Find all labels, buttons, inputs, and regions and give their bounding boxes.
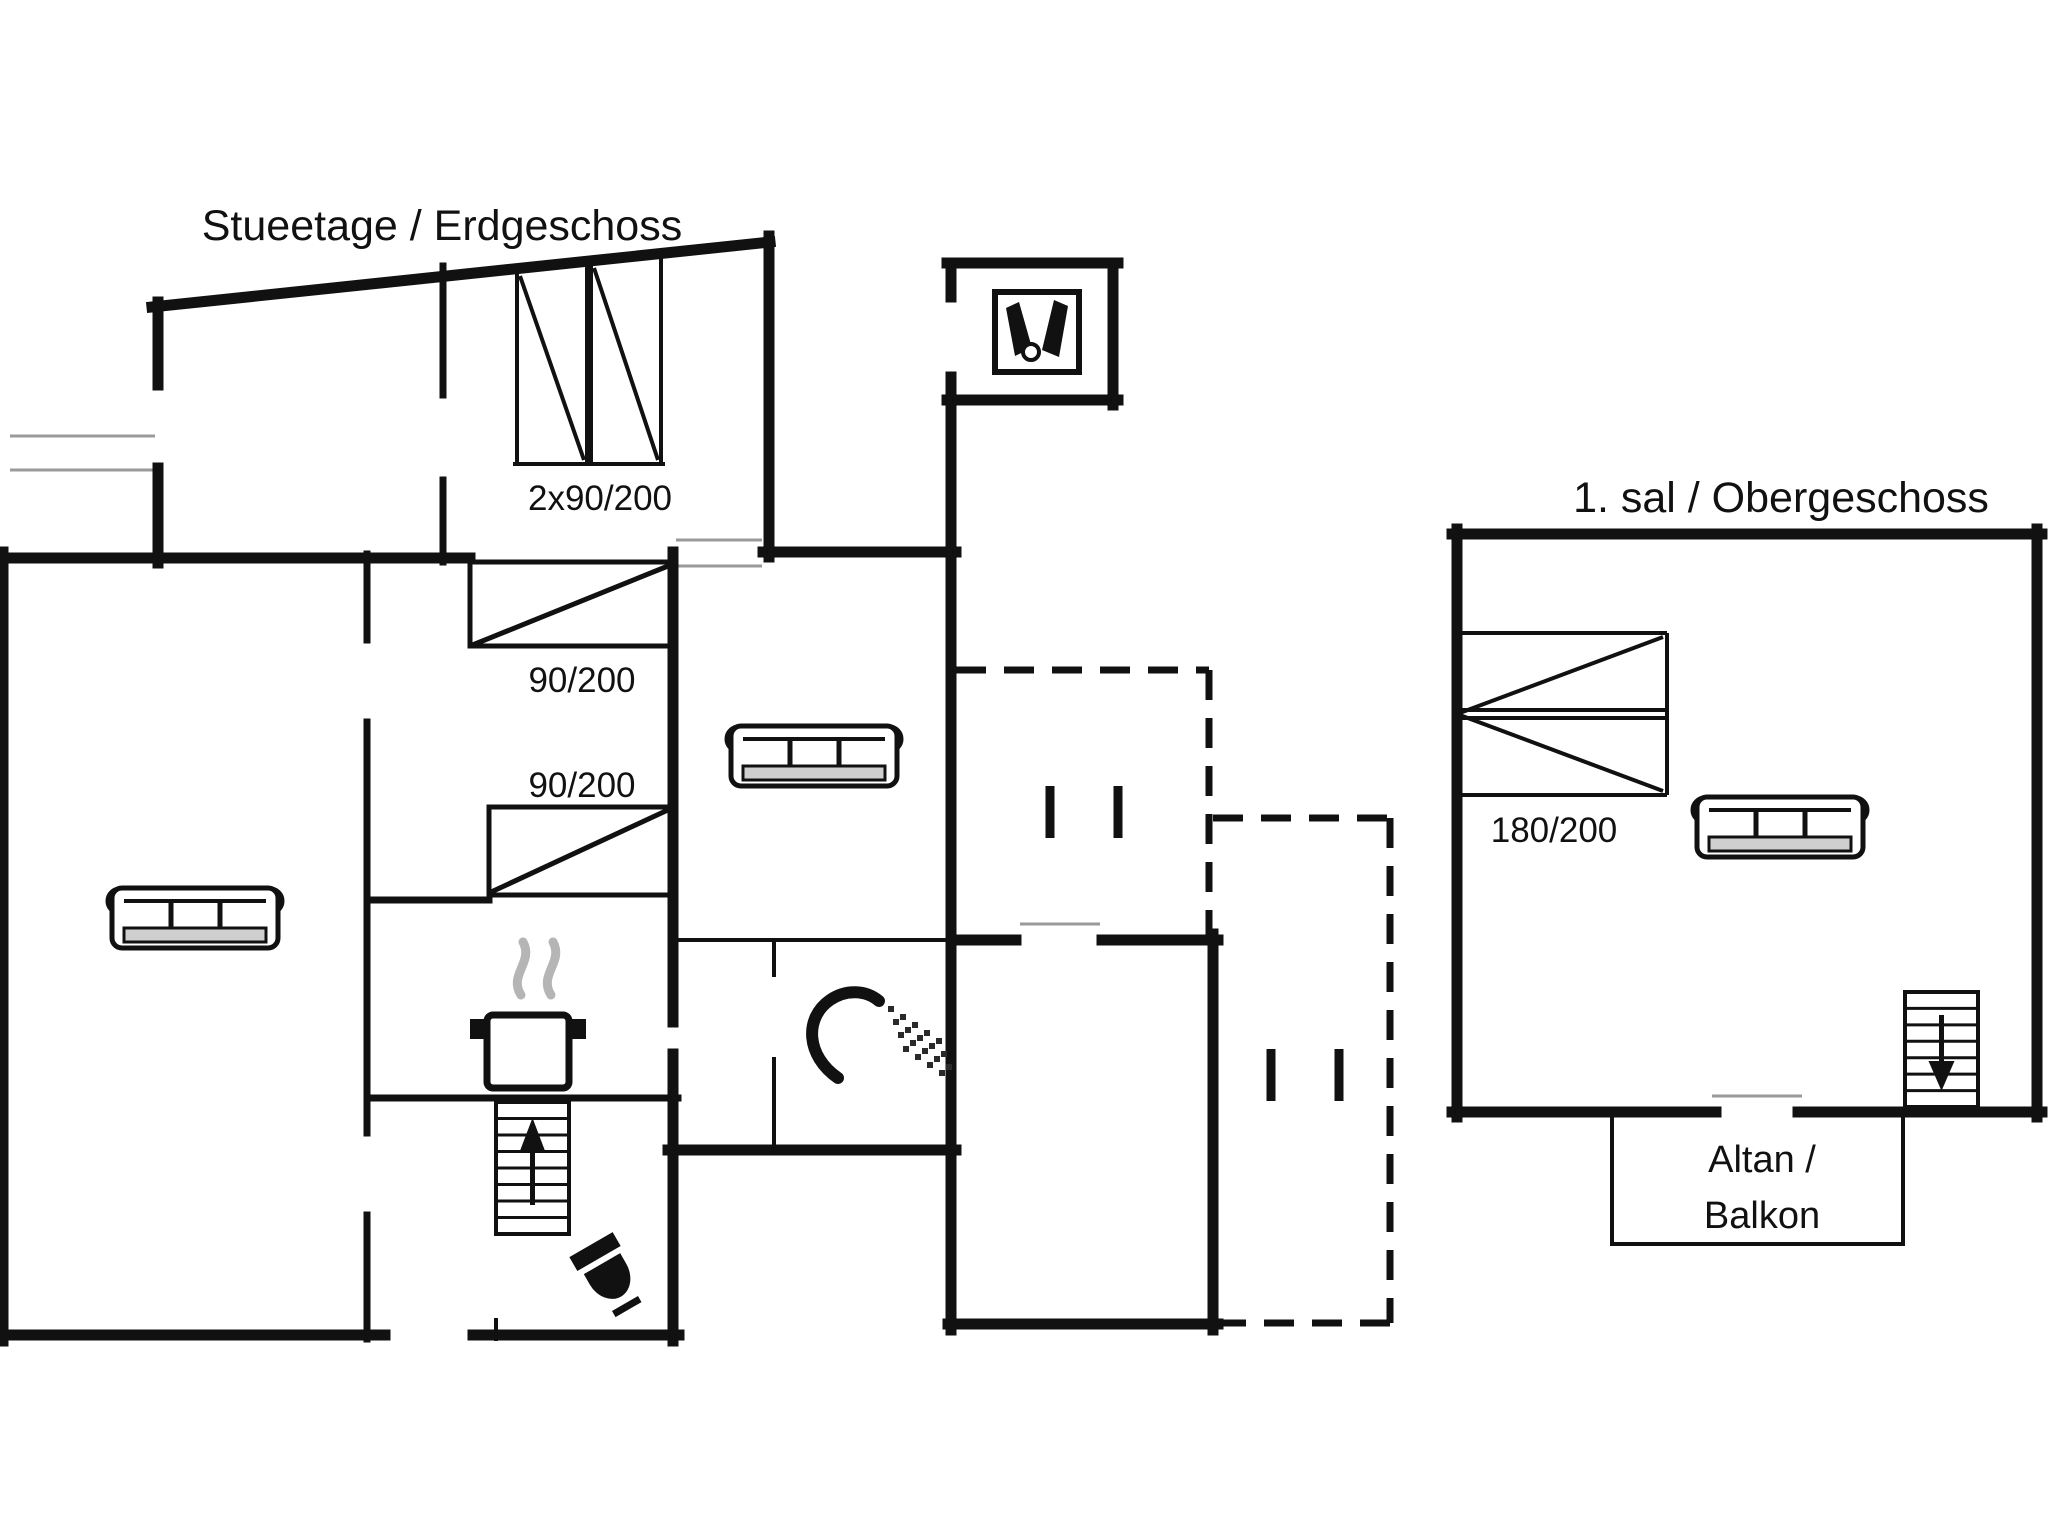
spray-dot (900, 1014, 906, 1020)
door-leaf-diagonal (487, 806, 672, 896)
toilet-tank (569, 1232, 621, 1271)
spray-dot (941, 1051, 947, 1057)
shower-icon (806, 986, 952, 1084)
sofa-seat-band (741, 764, 887, 782)
steam-wave (512, 937, 531, 1000)
door-dim-label-lower: 90/200 (528, 766, 635, 805)
door-leaf-diagonal (469, 561, 674, 649)
steam-wave (542, 937, 561, 1000)
sofa-seat-band (1707, 835, 1853, 853)
toilet-icon (569, 1232, 642, 1318)
thin-wall-or-window-line (1456, 635, 1664, 716)
door-symbol (486, 804, 673, 898)
sofa-icon (1690, 794, 1870, 860)
stairs-down-icon (1903, 990, 1980, 1109)
thin-wall-or-window-line (592, 267, 660, 461)
sofa-icon (724, 723, 904, 789)
spray-dot (929, 1043, 935, 1049)
stair-arrow-head (519, 1117, 546, 1153)
stair-arrow-head (1928, 1061, 1955, 1091)
spray-dot (946, 1064, 952, 1070)
bottle-shape (1042, 300, 1068, 357)
spray-dot (924, 1030, 930, 1036)
thin-wall-or-window-line (518, 275, 586, 461)
utility-bottles-icon (992, 289, 1082, 375)
toilet-bowl (583, 1253, 631, 1299)
spray-dot (888, 1006, 894, 1012)
spray-dot (912, 1022, 918, 1028)
symbol-circle (1021, 342, 1041, 362)
spray-dot (934, 1056, 940, 1062)
spray-dot (898, 1032, 904, 1038)
spray-dot (893, 1019, 899, 1025)
floor-plan-geometry (0, 230, 2048, 1347)
balcony-label-line2: Balkon (1704, 1195, 1820, 1237)
door-dim-label-upper: 90/200 (528, 661, 635, 700)
toilet-base (612, 1296, 642, 1318)
double-window-dim-label: 2x90/200 (528, 479, 672, 518)
spray-dot (910, 1040, 916, 1046)
spray-dot (903, 1046, 909, 1052)
spray-dot (927, 1062, 933, 1068)
shower-arm (806, 986, 885, 1084)
ground-floor-title: Stueetage / Erdgeschoss (202, 202, 682, 250)
upper-window-dim-label: 180/200 (1491, 811, 1618, 850)
cooking-pot-icon (470, 937, 586, 1092)
door-leaf-rect (467, 559, 676, 649)
sofa-icon (105, 885, 285, 951)
pot-body (483, 1011, 573, 1092)
thin-wall-or-window-line (1456, 712, 1664, 793)
spray-dot (936, 1038, 942, 1044)
spray-dot (922, 1048, 928, 1054)
upper-floor-title: 1. sal / Obergeschoss (1573, 474, 1989, 522)
wall-segment (145, 235, 777, 314)
spray-dot (915, 1054, 921, 1060)
sofa-seat-band (122, 926, 268, 944)
door-leaf-rect (486, 804, 673, 898)
door-symbol (467, 559, 676, 649)
spray-dot (917, 1035, 923, 1041)
balcony-label-line1: Altan / (1708, 1139, 1816, 1181)
spray-dot (939, 1070, 945, 1076)
bottle-shape (1006, 302, 1032, 356)
spray-dot (905, 1027, 911, 1033)
stairs-up-icon (494, 1100, 571, 1236)
